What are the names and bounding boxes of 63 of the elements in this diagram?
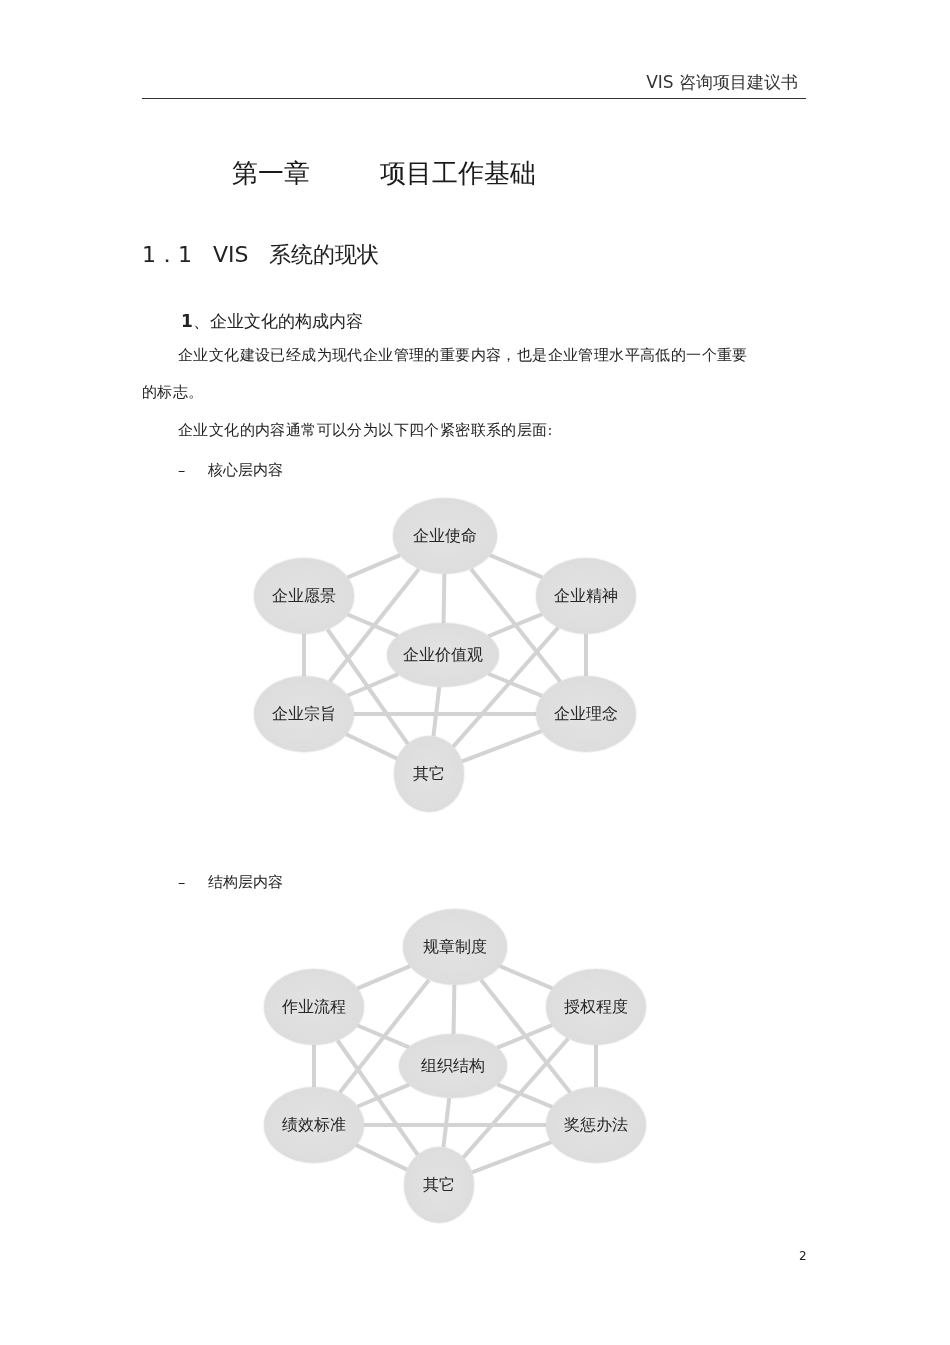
- node-label: 其它: [413, 764, 445, 784]
- connector-line: [487, 671, 543, 698]
- connector-line: [461, 729, 543, 764]
- paragraph: 企业文化建设已经成为现代企业管理的重要内容，也是企业管理水平高低的一个重要的标志。: [142, 346, 749, 402]
- connector-line: [461, 1037, 570, 1159]
- running-header: VIS 咨询项目建议书: [646, 72, 798, 93]
- paragraph: 企业文化的内容通常可以分为以下四个紧密联系的层面:: [178, 422, 553, 440]
- node-label: 企业理念: [554, 704, 618, 724]
- node-label: 作业流程: [282, 997, 346, 1017]
- connector-line: [356, 964, 411, 991]
- node-label: 规章制度: [423, 937, 487, 957]
- ellipse-node: [404, 1147, 474, 1223]
- list-item: – 核心层内容: [178, 462, 283, 480]
- node-label: 企业价值观: [403, 645, 483, 665]
- connector-line: [346, 553, 401, 580]
- ellipse-node: [393, 498, 497, 574]
- ellipse-node: [399, 1034, 507, 1098]
- connector-line: [356, 1023, 410, 1050]
- connector-line: [441, 1097, 452, 1148]
- node-label: 授权程度: [564, 997, 628, 1017]
- connector-line: [594, 1045, 598, 1087]
- connector-line: [471, 1140, 553, 1175]
- node-label: 其它: [423, 1175, 455, 1195]
- connector-line: [345, 732, 398, 761]
- connector-line: [338, 978, 431, 1094]
- node-label: 组织结构: [421, 1056, 485, 1076]
- node-label: 企业使命: [413, 526, 477, 546]
- connector-line: [496, 1082, 553, 1109]
- connector-line: [355, 1143, 408, 1172]
- node-label: 企业精神: [554, 586, 618, 606]
- connector-line: [325, 628, 410, 745]
- connector-line: [479, 978, 572, 1094]
- connector-line: [328, 567, 421, 683]
- connector-line: [489, 553, 544, 580]
- ellipse-node: [387, 623, 499, 687]
- connector-line: [346, 612, 399, 638]
- node-label: 企业愿景: [272, 586, 336, 606]
- connector-line: [302, 634, 306, 676]
- node-label: 企业宗旨: [272, 704, 336, 724]
- connector-line: [335, 1039, 420, 1156]
- connector-line: [354, 712, 536, 716]
- connector-line: [312, 1045, 316, 1087]
- subsection-heading: 1、企业文化的构成内容: [181, 311, 363, 332]
- connector-line: [451, 626, 560, 748]
- connector-line: [496, 1023, 553, 1050]
- list-item: – 结构层内容: [178, 874, 283, 892]
- ellipse-node: [403, 909, 507, 985]
- connector-line: [356, 1082, 410, 1109]
- chapter-title: 第一章 项目工作基础: [232, 158, 537, 190]
- node-label: 绩效标准: [282, 1115, 346, 1135]
- connector-line: [431, 686, 442, 737]
- connector-line: [584, 634, 588, 676]
- connector-line: [441, 573, 447, 624]
- connector-line: [469, 567, 562, 683]
- section-heading: 1．1 VIS 系统的现状: [142, 242, 380, 269]
- connector-line: [487, 612, 543, 639]
- node-label: 奖惩办法: [564, 1115, 628, 1135]
- connector-line: [346, 672, 399, 698]
- connector-line: [499, 964, 554, 991]
- page-number: 2: [799, 1249, 807, 1264]
- connector-line: [364, 1123, 546, 1127]
- ellipse-node: [394, 736, 464, 812]
- connector-line: [451, 984, 457, 1035]
